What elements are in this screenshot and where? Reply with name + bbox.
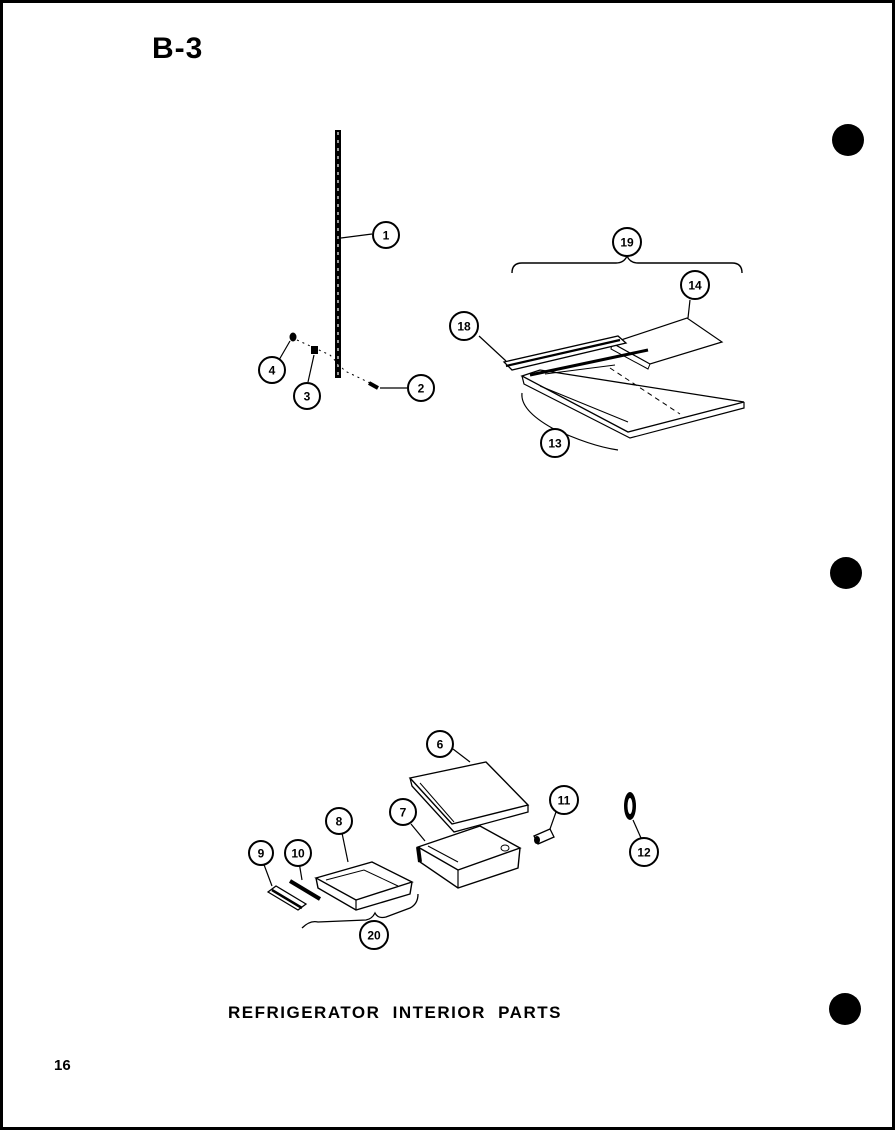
callout-20-label: 20 [367,929,381,943]
diagram-caption: REFRIGERATOR INTERIOR PARTS [228,1003,562,1022]
callout-11-label: 11 [558,794,571,808]
callout-18: 18 [449,311,479,341]
crisper-cover-part [408,761,530,825]
callout-18-label: 18 [457,320,471,334]
callout-1-label: 1 [383,229,390,243]
callout-13: 13 [540,428,570,458]
callout-6: 6 [426,730,454,758]
meat-keeper-part [314,861,414,901]
callout-2: 2 [407,374,435,402]
callout-1: 1 [372,221,400,249]
callout-9-label: 9 [258,847,265,861]
callout-19: 19 [612,227,642,257]
callout-6-label: 6 [437,738,444,752]
callout-10: 10 [284,839,312,867]
assembly-bracket [511,254,743,274]
callout-7: 7 [389,798,417,826]
crisper-assembly [262,748,642,929]
binder-hole-top [832,124,864,156]
callout-12: 12 [629,837,659,867]
shelf-frame-part [520,369,745,433]
callout-11: 11 [549,785,579,815]
callout-3: 3 [293,382,321,410]
callout-9: 9 [248,840,274,866]
assembly-bracket-20 [301,893,419,929]
crisper-pan-part [416,825,522,871]
page-number: 16 [54,1057,71,1074]
screw-part [289,332,297,342]
callout-7-label: 7 [400,806,407,820]
binder-hole-middle [830,557,862,589]
callout-12-label: 12 [637,846,651,860]
callout-8: 8 [325,807,353,835]
callout-3-label: 3 [304,390,311,404]
callout-14-label: 14 [688,279,702,293]
shelf-assembly [478,254,745,451]
callout-10-label: 10 [291,847,305,861]
callout-4-label: 4 [269,364,276,378]
glass-shelf-part [610,317,724,365]
shelf-ladder-assembly [278,130,407,390]
trim-strip-part [288,879,322,901]
callout-2-label: 2 [418,382,425,396]
sheet-label: B-3 [152,32,204,65]
callout-13-label: 13 [548,437,562,451]
binder-hole-bottom [829,993,861,1025]
clip-part [311,346,318,354]
callout-14: 14 [680,270,710,300]
callout-20: 20 [359,920,389,950]
callout-4: 4 [258,356,286,384]
callout-19-label: 19 [620,236,634,250]
callout-8-label: 8 [336,815,343,829]
